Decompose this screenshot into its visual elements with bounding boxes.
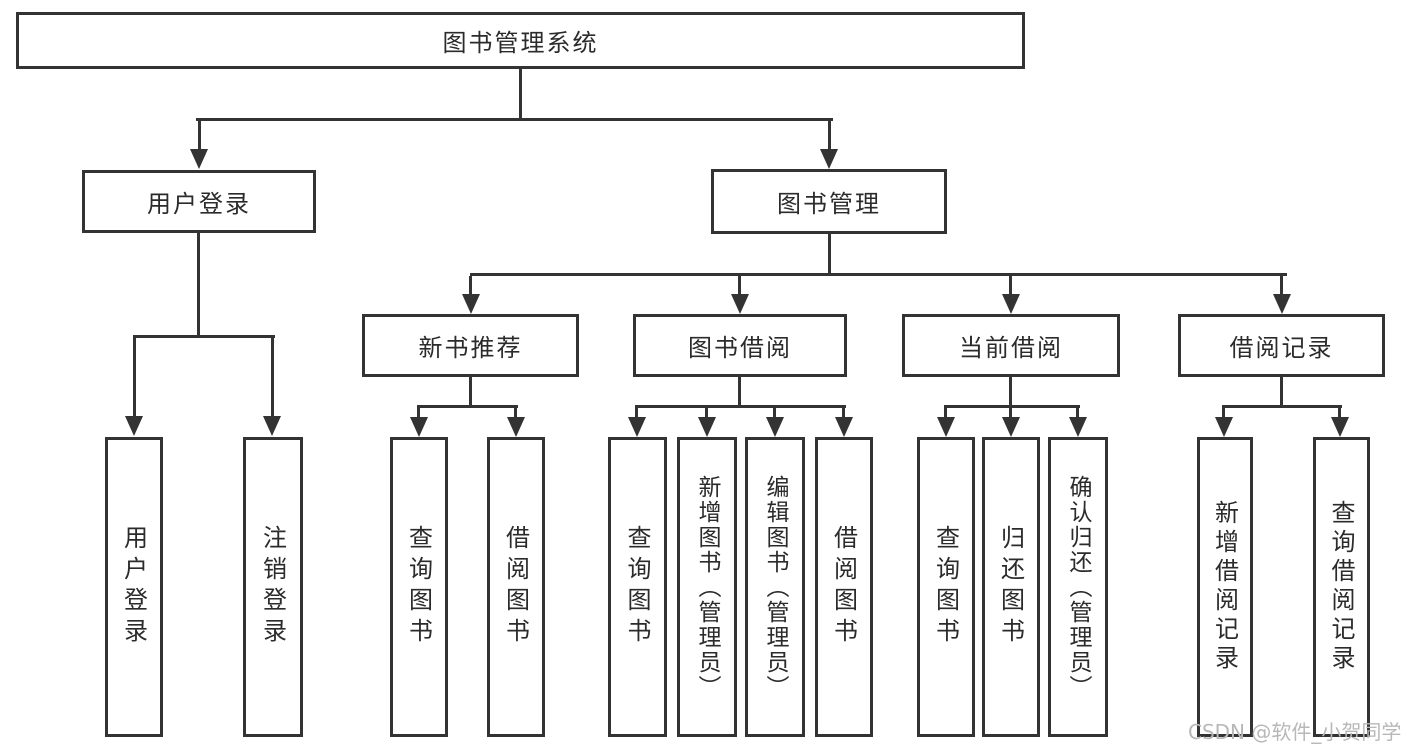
connector-stem bbox=[842, 408, 845, 418]
node-return-books: 归还图书 bbox=[982, 437, 1040, 737]
node-label: 确认归还（管理员） bbox=[1065, 474, 1091, 700]
arrow-down-icon bbox=[731, 294, 749, 314]
node-borrow-books-borrow: 借阅图书 bbox=[815, 437, 873, 737]
connector-current-span bbox=[944, 405, 1080, 408]
node-label: 借阅图书 bbox=[501, 525, 530, 649]
node-label: 用户登录 bbox=[119, 525, 148, 649]
arrow-down-icon bbox=[1002, 294, 1020, 314]
arrow-down-icon bbox=[125, 416, 143, 436]
node-add-borrow-record: 新增借阅记录 bbox=[1197, 437, 1253, 737]
node-label: 查询借阅记录 bbox=[1327, 500, 1355, 674]
node-label: 查询图书 bbox=[931, 525, 960, 649]
node-logout-leaf: 注销登录 bbox=[243, 437, 303, 737]
node-book-borrow: 图书借阅 bbox=[633, 314, 847, 377]
connector-records-drop bbox=[1280, 377, 1283, 408]
node-label: 编辑图书（管理员） bbox=[762, 474, 788, 700]
connector-stem bbox=[417, 408, 420, 418]
node-label: 归还图书 bbox=[996, 525, 1025, 649]
node-label: 借阅图书 bbox=[829, 525, 858, 649]
node-confirm-return-admin: 确认归还（管理员） bbox=[1048, 437, 1108, 737]
node-add-book-admin: 新增图书（管理员） bbox=[677, 437, 737, 737]
arrow-down-icon bbox=[628, 417, 646, 437]
connector-stem bbox=[635, 408, 638, 418]
watermark-text: CSDN @软件_小贺同学 bbox=[1188, 720, 1402, 744]
arrow-down-icon bbox=[263, 416, 281, 436]
connector-recommend-drop bbox=[469, 377, 472, 408]
connector-recommend-span bbox=[417, 405, 518, 408]
arrow-down-icon bbox=[820, 149, 838, 169]
node-user-login: 用户登录 bbox=[82, 170, 316, 233]
arrow-down-icon bbox=[190, 149, 208, 169]
connector-stem bbox=[1222, 408, 1225, 418]
connector-userlogin-span bbox=[133, 335, 275, 338]
connector-stem bbox=[133, 338, 136, 416]
arrow-down-icon bbox=[698, 417, 716, 437]
node-query-books-borrow: 查询图书 bbox=[608, 437, 667, 737]
node-borrow-records: 借阅记录 bbox=[1178, 314, 1385, 377]
arrow-down-icon bbox=[1069, 417, 1087, 437]
connector-stem bbox=[944, 408, 947, 418]
connector-bookmgmt-span bbox=[470, 273, 1287, 276]
connector-root-drop bbox=[519, 69, 522, 118]
node-label: 新增借阅记录 bbox=[1210, 500, 1239, 674]
node-library-system: 图书管理系统 bbox=[16, 12, 1025, 69]
node-label: 注销登录 bbox=[258, 525, 287, 649]
connector-current-drop bbox=[1009, 377, 1012, 408]
connector-userlogin-drop bbox=[197, 233, 200, 338]
node-label: 新增图书（管理员） bbox=[694, 474, 720, 700]
arrow-down-icon bbox=[1215, 417, 1233, 437]
connector-stem bbox=[828, 121, 831, 151]
node-edit-book-admin: 编辑图书（管理员） bbox=[745, 437, 805, 737]
connector-stem bbox=[1338, 408, 1341, 418]
arrow-down-icon bbox=[462, 294, 480, 314]
arrow-down-icon bbox=[766, 417, 784, 437]
arrow-down-icon bbox=[835, 417, 853, 437]
node-current-borrow: 当前借阅 bbox=[902, 314, 1120, 377]
connector-borrow-drop bbox=[738, 377, 741, 408]
node-query-borrow-record: 查询借阅记录 bbox=[1313, 437, 1370, 737]
arrow-down-icon bbox=[1273, 294, 1291, 314]
connector-stem bbox=[514, 408, 517, 418]
arrow-down-icon bbox=[1331, 417, 1349, 437]
connector-records-span bbox=[1222, 405, 1342, 408]
connector-stem bbox=[1076, 408, 1079, 418]
connector-stem bbox=[738, 276, 741, 294]
connector-stem bbox=[1009, 408, 1012, 418]
connector-stem bbox=[198, 121, 201, 151]
node-book-management: 图书管理 bbox=[711, 169, 947, 234]
arrow-down-icon bbox=[937, 417, 955, 437]
connector-stem bbox=[1280, 276, 1283, 294]
connector-root-span bbox=[196, 118, 833, 121]
node-label: 查询图书 bbox=[404, 525, 433, 649]
connector-stem bbox=[1009, 276, 1012, 294]
node-query-books-recommend: 查询图书 bbox=[390, 437, 448, 737]
node-user-login-leaf: 用户登录 bbox=[105, 437, 163, 737]
connector-bookmgmt-drop bbox=[828, 234, 831, 273]
connector-stem bbox=[469, 276, 472, 294]
node-query-books-current: 查询图书 bbox=[917, 437, 975, 737]
node-new-book-recommend: 新书推荐 bbox=[362, 314, 579, 377]
arrow-down-icon bbox=[410, 417, 428, 437]
node-borrow-books-recommend: 借阅图书 bbox=[487, 437, 545, 737]
arrow-down-icon bbox=[507, 417, 525, 437]
arrow-down-icon bbox=[1002, 417, 1020, 437]
connector-stem bbox=[705, 408, 708, 418]
connector-stem bbox=[773, 408, 776, 418]
connector-borrow-span bbox=[635, 405, 846, 408]
connector-stem bbox=[271, 338, 274, 416]
node-label: 查询图书 bbox=[623, 525, 651, 649]
